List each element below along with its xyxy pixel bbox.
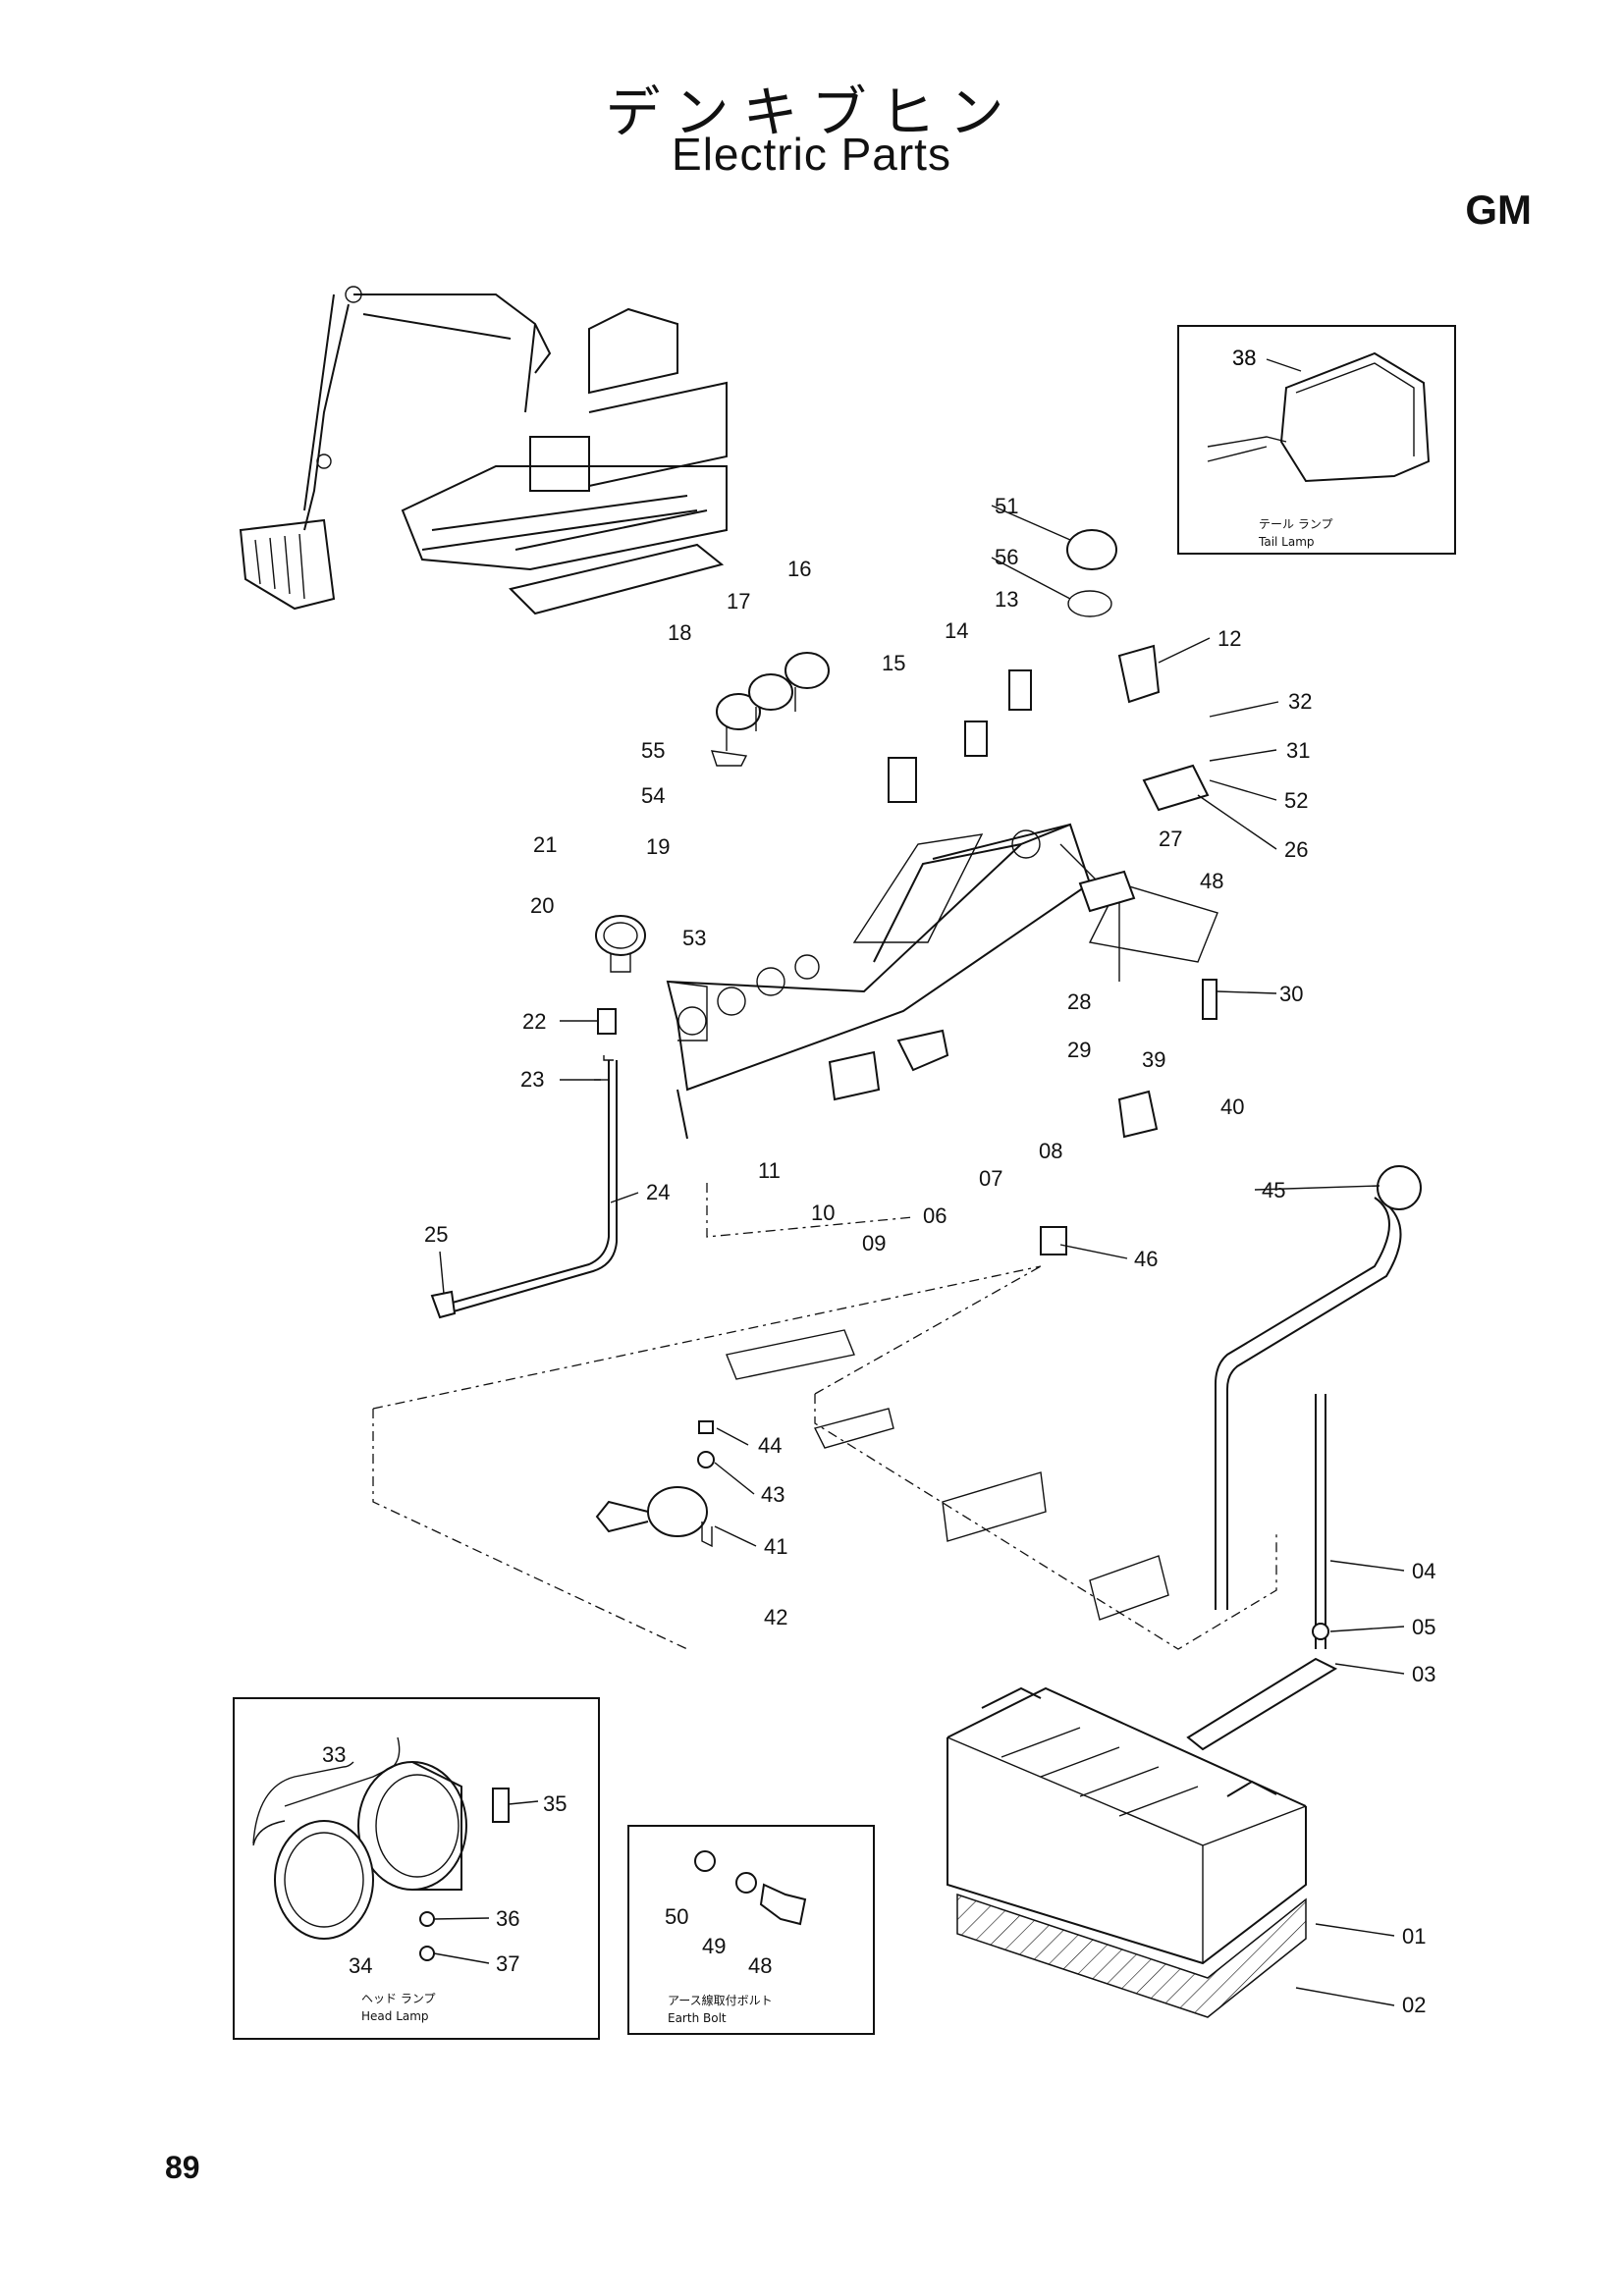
callout-35: 35 [543, 1791, 567, 1816]
earth-bolt-caption-jp: アース線取付ボルト [668, 1993, 773, 2007]
callout-25: 25 [424, 1222, 448, 1247]
tail-lamp-caption-en: Tail Lamp [1258, 535, 1315, 549]
callout-39: 39 [1142, 1047, 1165, 1072]
page-title-english: Electric Parts [672, 129, 951, 180]
gauges-cluster [710, 652, 830, 767]
callout-06: 06 [923, 1203, 947, 1228]
callout-15: 15 [882, 651, 905, 675]
callout-07: 07 [979, 1166, 1002, 1191]
callout-31: 31 [1286, 738, 1310, 763]
excavator-illustration [239, 286, 728, 615]
callout-26: 26 [1284, 837, 1308, 862]
section-code: GM [1465, 187, 1532, 233]
floor-outline [372, 1183, 1277, 1650]
callout-46: 46 [1134, 1247, 1158, 1271]
callout-09: 09 [862, 1231, 886, 1255]
callout-10: 10 [811, 1201, 835, 1225]
callout-14: 14 [945, 618, 968, 643]
callout-37: 37 [496, 1951, 519, 1976]
horn [595, 1420, 715, 1548]
callout-23: 23 [520, 1067, 544, 1092]
callout-04: 04 [1412, 1559, 1435, 1583]
page-number: 89 [165, 2150, 200, 2185]
callout-50: 50 [665, 1904, 688, 1929]
callout-17: 17 [727, 589, 750, 614]
callout-45: 45 [1262, 1178, 1285, 1202]
callout-05: 05 [1412, 1615, 1435, 1639]
small-components [828, 529, 1217, 1255]
callout-33: 33 [322, 1742, 346, 1767]
callout-22: 22 [522, 1009, 546, 1034]
callout-54: 54 [641, 783, 665, 808]
callout-55: 55 [641, 738, 665, 763]
head-lamp-caption-jp: ヘッド ランプ [361, 1992, 435, 2005]
callout-40: 40 [1220, 1095, 1244, 1119]
callout-18: 18 [668, 620, 691, 645]
callout-13: 13 [995, 587, 1018, 612]
cable-24 [441, 1060, 610, 1307]
callout-02: 02 [1402, 1993, 1426, 2017]
earth-bolt-inset: アース線取付ボルト Earth Bolt [627, 1825, 875, 2035]
callout-34: 34 [349, 1953, 372, 1978]
callout-53: 53 [682, 926, 706, 950]
callout-30: 30 [1279, 982, 1303, 1006]
svg-text:38: 38 [1232, 346, 1256, 370]
callout-51: 51 [995, 494, 1018, 518]
earth-bolt-caption-en: Earth Bolt [668, 2011, 727, 2025]
callout-03: 03 [1412, 1662, 1435, 1686]
battery [947, 1686, 1307, 2018]
tail-lamp-inset: 38 テール ランプ Tail Lamp [1177, 325, 1456, 555]
callout-labels: 01 02 03 04 05 06 07 08 09 10 11 12 13 1… [322, 346, 1435, 2017]
leader-lines [252, 505, 1405, 2006]
callout-38: 38 [1232, 346, 1256, 370]
tail-lamp-caption-jp: テール ランプ [1259, 517, 1332, 531]
head-lamp-inset: ヘッド ランプ Head Lamp [233, 1697, 600, 2040]
callout-42: 42 [764, 1605, 787, 1629]
instrument-console [666, 823, 1218, 1140]
callout-29: 29 [1067, 1038, 1091, 1062]
callout-44: 44 [758, 1433, 782, 1458]
callout-41: 41 [764, 1534, 787, 1559]
callout-16: 16 [787, 557, 811, 581]
hold-bar [1186, 1657, 1338, 1751]
cable-45 [1215, 1197, 1390, 1610]
callout-21: 21 [533, 832, 557, 857]
callout-11: 11 [758, 1158, 781, 1183]
callout-08: 08 [1039, 1139, 1062, 1163]
callout-24: 24 [646, 1180, 670, 1204]
page-title-japanese: デンキブヒン [605, 81, 1018, 145]
callout-20: 20 [530, 893, 554, 918]
callout-32: 32 [1288, 689, 1312, 714]
callout-48-lower: 48 [748, 1953, 772, 1978]
callout-01: 01 [1402, 1924, 1426, 1949]
callout-27: 27 [1159, 827, 1182, 851]
callout-52: 52 [1284, 788, 1308, 813]
callout-48-upper: 48 [1200, 869, 1223, 893]
callout-36: 36 [496, 1906, 519, 1931]
callout-19: 19 [646, 834, 670, 859]
callout-28: 28 [1067, 989, 1091, 1014]
callout-43: 43 [761, 1482, 784, 1507]
callout-49: 49 [702, 1934, 726, 1958]
callout-12: 12 [1217, 626, 1241, 651]
head-lamp-caption-en: Head Lamp [361, 2009, 429, 2023]
gauge-20 [595, 915, 646, 1061]
